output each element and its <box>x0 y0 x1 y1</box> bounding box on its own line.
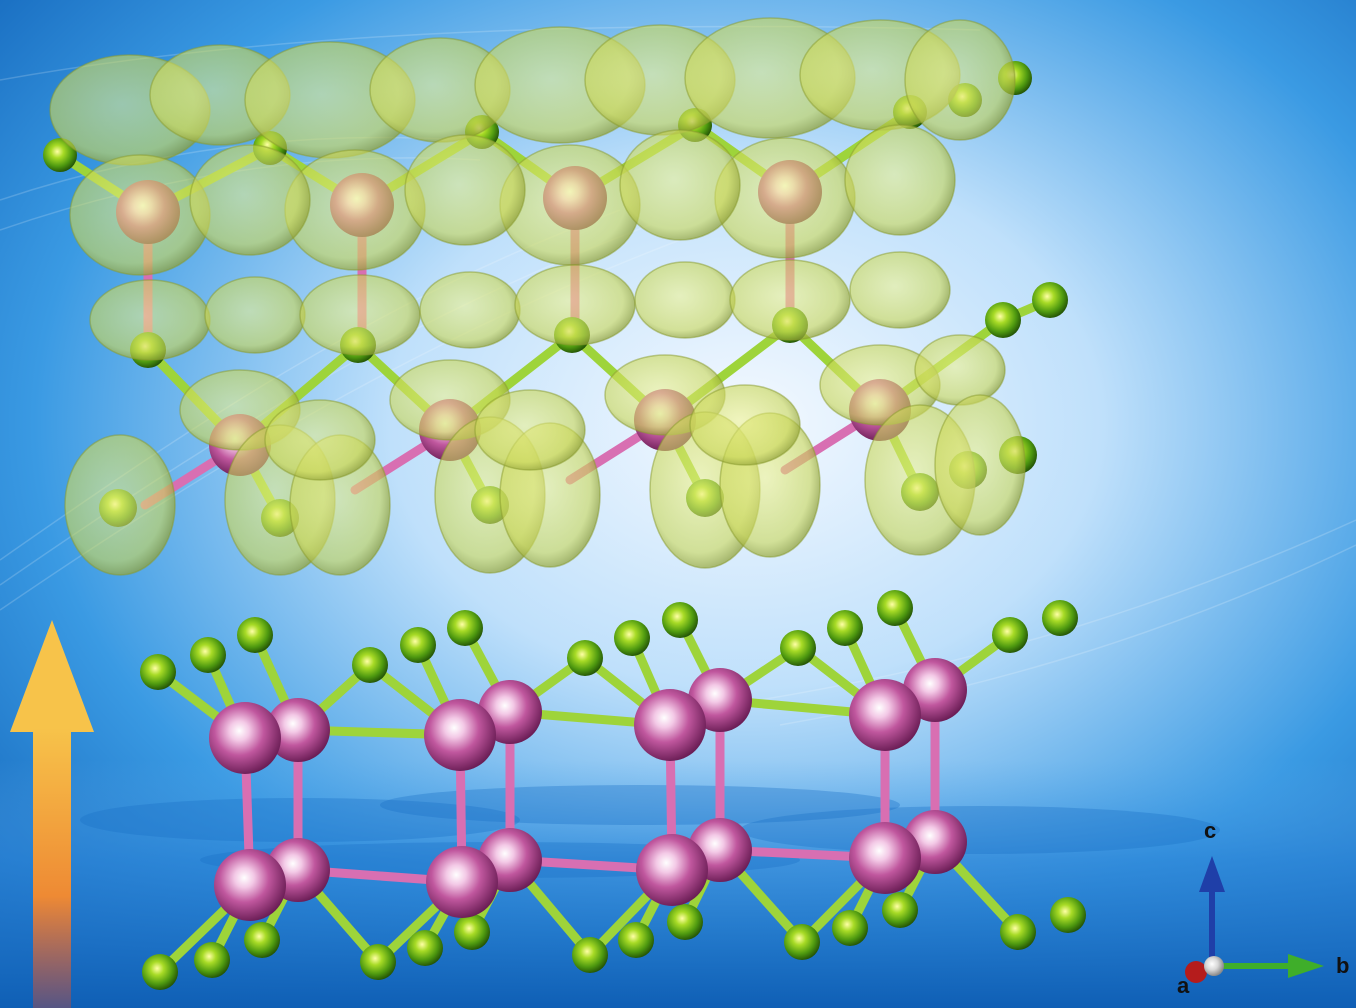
a-axis-marker <box>1185 961 1207 983</box>
c-axis-label: c <box>1204 818 1216 843</box>
isosurface-lobe <box>404 134 526 246</box>
a-axis-label: a <box>1177 973 1190 998</box>
halogen-atom <box>447 610 483 646</box>
halogen-atom <box>572 937 608 973</box>
halogen-atom <box>1032 282 1068 318</box>
axis-origin <box>1204 956 1224 976</box>
halogen-atom <box>832 910 868 946</box>
isosurface-lobe <box>514 264 636 346</box>
halogen-atom <box>985 302 1021 338</box>
halogen-atom <box>140 654 176 690</box>
isosurface-lobe <box>849 251 951 329</box>
metal-atom <box>634 689 706 761</box>
halogen-atom <box>882 892 918 928</box>
halogen-atom <box>360 944 396 980</box>
halogen-atom <box>784 924 820 960</box>
isosurface-lobe <box>69 154 211 276</box>
isosurface-lobe <box>89 279 211 361</box>
halogen-atom <box>454 914 490 950</box>
b-axis-label: b <box>1336 953 1349 978</box>
b-axis-arrowhead <box>1288 954 1324 978</box>
halogen-atom <box>614 620 650 656</box>
metal-atom <box>424 699 496 771</box>
isosurface-lobe <box>904 19 1016 141</box>
halogen-atom <box>1050 897 1086 933</box>
metal-atom <box>426 846 498 918</box>
halogen-atom <box>400 627 436 663</box>
metal-atom <box>266 698 330 762</box>
isosurface-lobe <box>914 334 1006 406</box>
isosurface-lobe <box>204 276 306 354</box>
halogen-atom <box>667 904 703 940</box>
charge-density-isosurfaces <box>49 17 1026 576</box>
isosurface-lobe <box>419 271 521 349</box>
lower-layer-atoms <box>140 590 1086 990</box>
halogen-atom <box>244 922 280 958</box>
halogen-atom <box>142 954 178 990</box>
metal-atom <box>849 679 921 751</box>
metal-atom <box>214 849 286 921</box>
halogen-atom <box>352 647 388 683</box>
isosurface-lobe <box>64 434 176 576</box>
halogen-atom <box>194 942 230 978</box>
halogen-atom <box>780 630 816 666</box>
isosurface-lobe <box>634 261 736 339</box>
halogen-atom <box>190 637 226 673</box>
isosurface-lobe <box>844 124 956 236</box>
isosurface-lobe <box>934 394 1026 536</box>
halogen-atom <box>237 617 273 653</box>
halogen-atom <box>992 617 1028 653</box>
isosurface-lobe <box>729 259 851 341</box>
halogen-atom <box>827 610 863 646</box>
isosurface-lobe <box>264 399 376 481</box>
halogen-atom <box>1042 600 1078 636</box>
metal-atom <box>209 702 281 774</box>
halogen-atom <box>662 602 698 638</box>
halogen-atom <box>1000 914 1036 950</box>
isosurface-lobe <box>299 274 421 356</box>
halogen-atom <box>407 930 443 966</box>
halogen-atom <box>618 922 654 958</box>
metal-atom <box>636 834 708 906</box>
halogen-atom <box>43 138 77 172</box>
halogen-atom <box>877 590 913 626</box>
isosurface-lobe <box>189 144 311 256</box>
isosurface-lobe <box>619 129 741 241</box>
axis-indicator: c b a <box>1177 818 1349 998</box>
upper-crystal-layer <box>43 17 1068 576</box>
orange-direction-arrow <box>10 620 94 1008</box>
isosurface-lobe <box>689 384 801 466</box>
c-axis-arrowhead <box>1199 856 1225 892</box>
halogen-atom <box>567 640 603 676</box>
metal-atom <box>849 822 921 894</box>
isosurface-lobe <box>474 389 586 471</box>
lower-crystal-layer <box>140 590 1086 990</box>
